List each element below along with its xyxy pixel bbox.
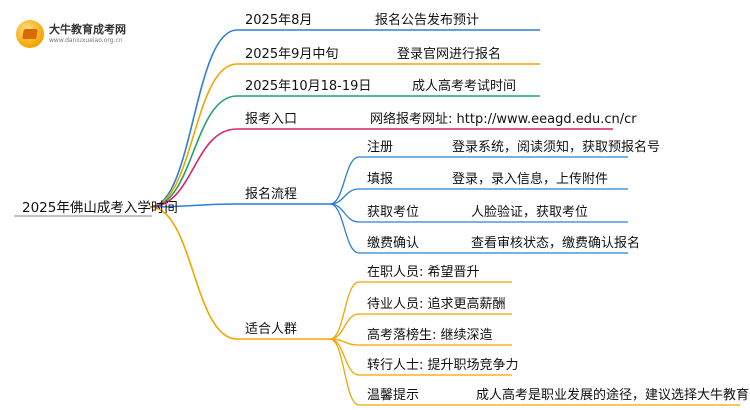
book-icon (16, 20, 44, 48)
branch-detail: 登录官网进行报名 (397, 46, 501, 62)
branch-connector (329, 281, 360, 340)
branch-connector (149, 203, 238, 208)
sub-label: 温馨提示 (367, 387, 419, 403)
sub-detail: 登录系统，阅读须知，获取预报名号 (452, 139, 660, 155)
sub-label: 转行人士: 提升职场竞争力 (367, 357, 519, 373)
branch-connector (329, 188, 360, 205)
branch-connector (149, 128, 238, 208)
sub-label: 待业人员: 追求更高薪酬 (367, 296, 506, 312)
sub-label: 缴费确认 (367, 236, 419, 251)
branch-connector (149, 29, 238, 208)
branch-connector (329, 203, 360, 223)
logo-name: 大牛教育成考网 (49, 23, 126, 36)
branch-connector (329, 203, 360, 254)
sub-detail: 查看审核状态，缴费确认报名 (471, 235, 640, 251)
sub-detail: 成人高考是职业发展的途径，建议选择大牛教育咨询 (476, 387, 750, 403)
branch-label: 2025年9月中旬 (245, 47, 338, 62)
branch-label: 报名流程 (245, 186, 297, 202)
branch-connector (329, 313, 360, 340)
sub-label: 高考落榜生: 继续深造 (367, 327, 493, 343)
branch-label: 报考入口 (245, 112, 297, 127)
sub-label: 获取考位 (367, 205, 419, 220)
sub-detail: 人脸验证，获取考位 (471, 204, 588, 220)
brand-logo: 大牛教育成考网 www.daniuxueiao.org.cn (16, 20, 146, 50)
branch-label: 适合人群 (245, 322, 297, 337)
root-topic: 2025年佛山成考入学时间 (22, 200, 178, 216)
branch-detail: 成人高考考试时间 (412, 78, 516, 94)
branch-detail: 网络报考网址: http://www.eeagd.edu.cn/cr (370, 111, 637, 127)
sub-label: 注册 (367, 140, 393, 155)
logo-url: www.daniuxueiao.org.cn (49, 37, 123, 44)
branch-connector (329, 156, 360, 205)
branch-connector (149, 63, 238, 208)
sub-label: 填报 (367, 172, 393, 187)
branch-connector (329, 338, 360, 406)
branch-connector (149, 95, 238, 208)
branch-detail: 报名公告发布预计 (375, 12, 479, 28)
branch-label: 2025年10月18-19日 (245, 79, 371, 94)
sub-detail: 登录，录入信息，上传附件 (452, 171, 608, 187)
branch-label: 2025年8月 (245, 13, 312, 28)
branch-connector (149, 206, 238, 340)
sub-label: 在职人员: 希望晋升 (367, 264, 480, 280)
